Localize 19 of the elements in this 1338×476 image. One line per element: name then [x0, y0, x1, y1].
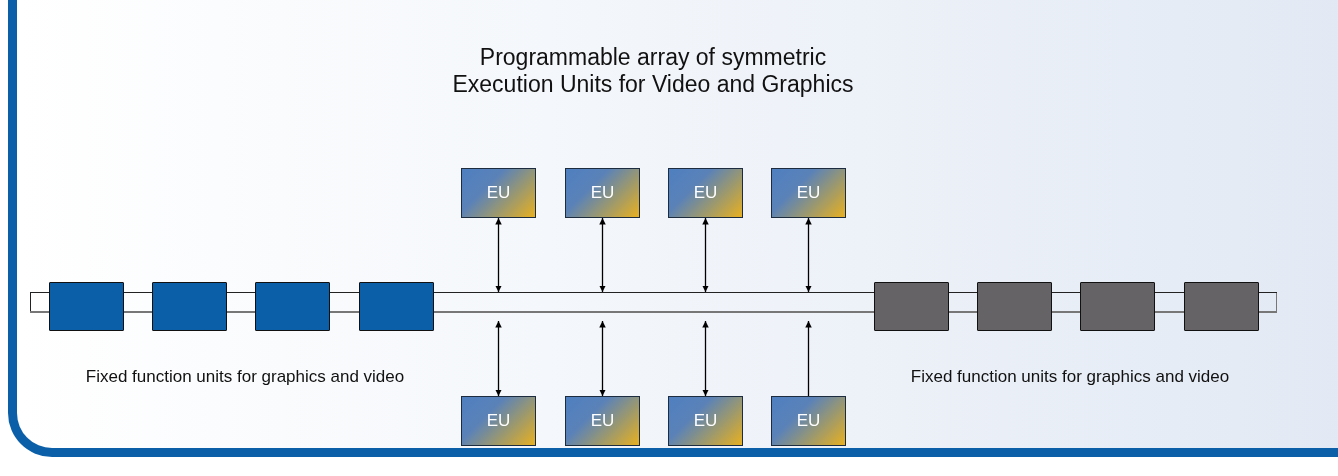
fixed-function-box	[1184, 282, 1259, 331]
fixed-function-box	[359, 282, 434, 331]
execution-unit-box: EU	[461, 168, 536, 218]
fixed-function-box	[1080, 282, 1155, 331]
execution-unit-box: EU	[461, 396, 536, 446]
execution-unit-box: EU	[771, 168, 846, 218]
unit-caption: Fixed function units for graphics and video	[84, 367, 406, 387]
execution-unit-box: EU	[565, 168, 640, 218]
execution-unit-box: EU	[565, 396, 640, 446]
fixed-function-box	[874, 282, 949, 331]
fixed-function-box	[49, 282, 124, 331]
title: Programmable array of symmetric Execution Units for Video and Graphics	[451, 44, 855, 98]
execution-unit-box: EU	[668, 168, 743, 218]
fixed-function-box	[977, 282, 1052, 331]
unit-caption: Fixed function units for graphics and video	[909, 367, 1231, 387]
fixed-function-box	[152, 282, 227, 331]
execution-unit-box: EU	[771, 396, 846, 446]
fixed-function-box	[255, 282, 330, 331]
execution-unit-box: EU	[668, 396, 743, 446]
